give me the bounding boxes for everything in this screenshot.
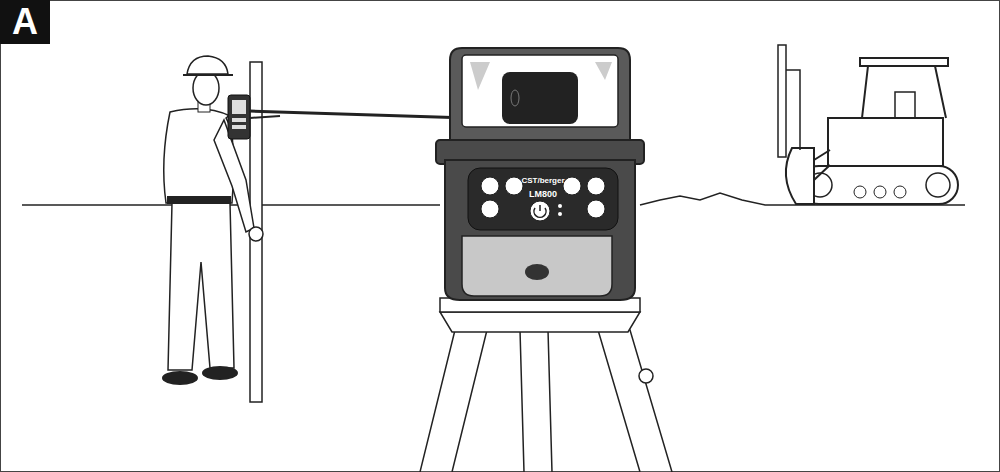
laser-head — [450, 48, 630, 140]
tripod-leg — [520, 330, 552, 472]
model-name: LM800 — [529, 190, 557, 199]
hat-brim — [183, 74, 233, 76]
status-led — [558, 204, 562, 208]
head — [193, 71, 219, 105]
dozer-body — [828, 118, 943, 166]
dozer-seat — [895, 92, 915, 118]
battery-cover — [462, 236, 612, 296]
panel-icon — [563, 177, 581, 195]
machine-mast — [778, 45, 786, 157]
belt — [167, 196, 231, 204]
trousers — [168, 203, 234, 370]
detector-window — [232, 118, 246, 122]
dozer-cab — [862, 66, 946, 118]
tripod-leg — [598, 330, 672, 472]
panel-icon — [505, 177, 523, 195]
dozer-roller — [894, 186, 906, 198]
shoe — [162, 371, 198, 385]
dozer-blade — [786, 148, 814, 204]
detector-display — [232, 100, 246, 114]
grade-rod — [250, 62, 262, 402]
status-led — [558, 212, 562, 216]
detector-window — [232, 125, 246, 129]
dozer-roller — [854, 186, 866, 198]
panel-icon — [587, 177, 605, 195]
detector-clamp — [250, 116, 280, 118]
shoe — [202, 366, 238, 380]
power-button — [530, 201, 550, 221]
dozer-roller — [874, 186, 886, 198]
rotor-aperture — [511, 90, 519, 106]
power-symbol — [534, 205, 546, 217]
mast-cable — [786, 70, 800, 150]
hard-hat — [187, 56, 228, 74]
panel-icon — [587, 200, 605, 218]
panel-icon — [481, 177, 499, 195]
tripod-head — [440, 312, 640, 332]
control-panel — [468, 168, 618, 230]
dozer-roof — [860, 58, 948, 66]
laser-body — [445, 160, 635, 300]
panel-icon — [481, 200, 499, 218]
leg-clamp — [639, 369, 653, 383]
dozer-arm — [814, 150, 830, 180]
hand — [249, 227, 263, 241]
brand-name: CST/berger — [521, 177, 564, 185]
tripod-leg — [420, 330, 487, 472]
rotor — [502, 72, 578, 124]
laser-window — [462, 55, 618, 127]
figure-letter: A — [12, 4, 38, 40]
laser-detector — [228, 95, 250, 139]
ground-line — [22, 204, 440, 206]
cover-latch — [525, 264, 549, 280]
dozer-wheel — [926, 173, 950, 197]
corner-label-box: A — [0, 0, 50, 44]
